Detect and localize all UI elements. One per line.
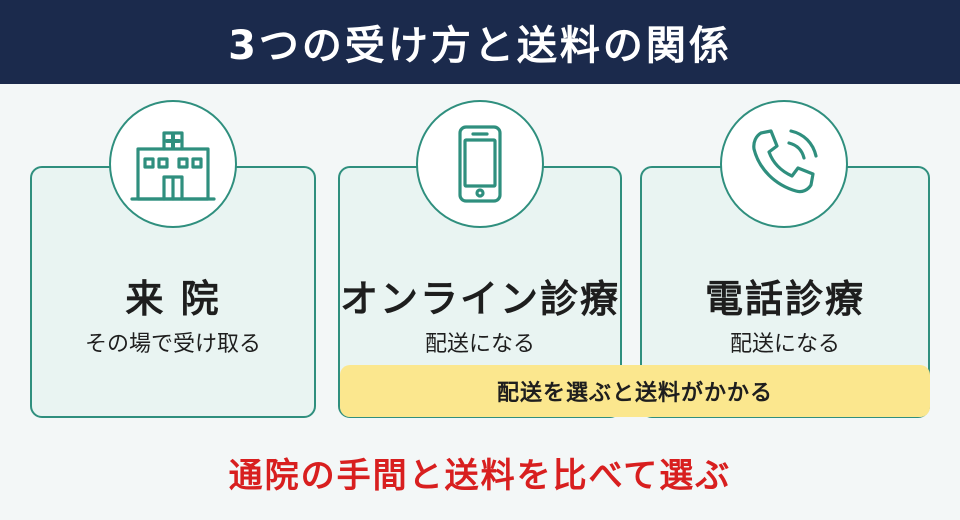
card-visit-subtitle: その場で受け取る	[84, 332, 261, 357]
phone-call-icon	[720, 100, 848, 228]
card-online-subtitle: 配送になる	[424, 332, 535, 357]
card-phone-subtitle: 配送になる	[729, 332, 840, 357]
smartphone-icon	[416, 100, 544, 228]
header-bar: 3つの受け方と送料の関係	[0, 0, 960, 84]
card-visit-title: 来 院	[125, 277, 221, 321]
shipping-fee-text: 配送を選ぶと送料がかかる	[496, 381, 773, 406]
page-title: 3つの受け方と送料の関係	[228, 23, 732, 69]
shipping-fee-banner: 配送を選ぶと送料がかかる	[340, 365, 930, 417]
hospital-icon	[109, 100, 237, 228]
card-phone-title: 電話診療	[704, 277, 865, 321]
footer-message: 通院の手間と送料を比べて選ぶ	[228, 456, 732, 496]
card-online-title: オンライン診療	[340, 277, 621, 321]
